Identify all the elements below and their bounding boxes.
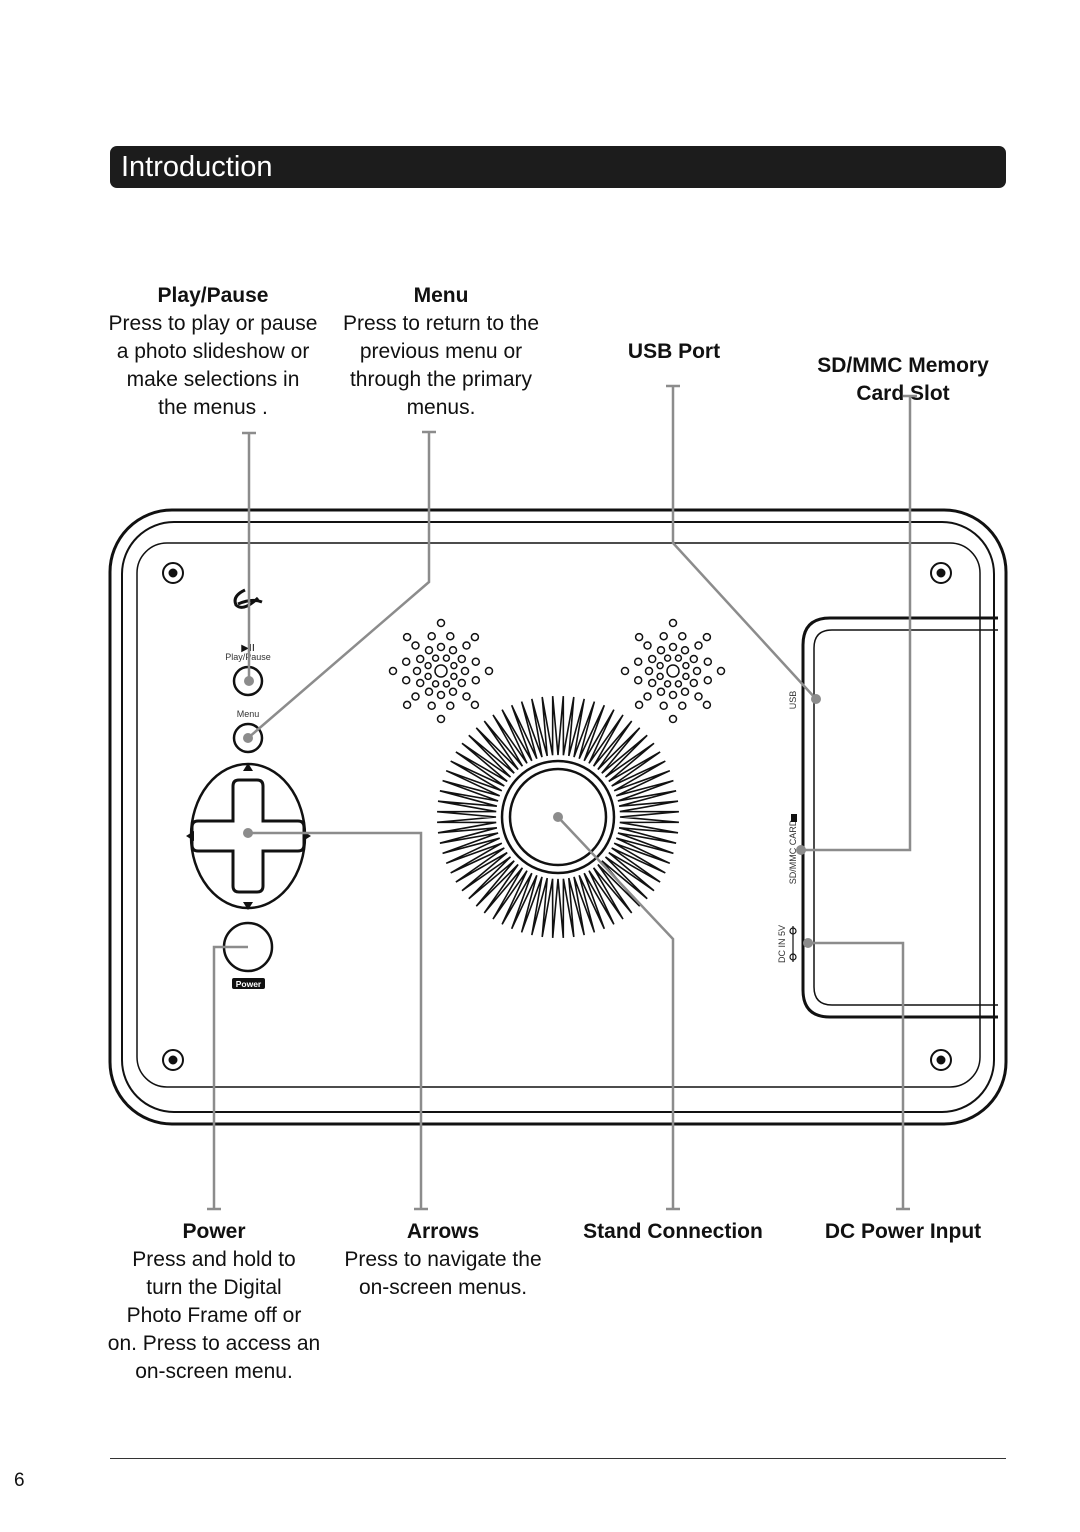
stand-connector — [437, 696, 679, 938]
callout-description: Press to navigate the on-screen menus. — [344, 1248, 542, 1299]
screw-bottom-left — [162, 1049, 184, 1071]
section-header: Introduction — [110, 146, 1006, 188]
callout-title: DC Power Input — [824, 1220, 982, 1243]
leader-menu — [247, 430, 436, 739]
callout-dc-power-input: DC Power Input — [806, 1218, 1000, 1246]
leader-sd — [801, 394, 917, 852]
leader-usb — [666, 384, 817, 700]
callout-description: Press and hold to turn the Digital Photo… — [107, 1248, 321, 1383]
menu-label: Menu — [237, 709, 260, 719]
screw-holes — [162, 562, 952, 1071]
leader-arrows — [248, 831, 428, 1211]
screw-top-left — [162, 562, 184, 584]
dc-in-label: DC IN 5V — [777, 925, 787, 963]
callout-title: Arrows — [406, 1220, 480, 1243]
callout-title: Menu — [413, 284, 469, 307]
speaker-grille-right — [620, 618, 726, 724]
frame-body — [108, 508, 1008, 1126]
callout-play-pause: Play/Pause Press to play or pause a phot… — [103, 282, 323, 422]
sd-card-label: SD/MMC CARD — [788, 819, 798, 884]
leader-endpoints — [243, 676, 821, 948]
callout-sd-card-slot: SD/MMC Memory Card Slot — [802, 324, 1004, 436]
callout-title: SD/MMC Memory Card Slot — [817, 354, 989, 405]
page-number: 6 — [14, 1470, 25, 1491]
stand-bracket — [801, 616, 998, 1019]
speaker-grille-left — [388, 618, 494, 724]
callout-description: Press to play or pause a photo slideshow… — [108, 312, 318, 419]
callout-title: Stand Connection — [583, 1220, 763, 1243]
leader-play-pause — [242, 431, 256, 681]
callout-title: Power — [182, 1220, 246, 1243]
screw-bottom-right — [930, 1049, 952, 1071]
callout-arrows: Arrows Press to navigate the on-screen m… — [333, 1218, 553, 1302]
leader-dc — [808, 941, 910, 1211]
leader-power — [207, 945, 248, 1211]
callout-stand-connection: Stand Connection — [570, 1218, 776, 1246]
leader-stand — [557, 816, 680, 1211]
arrow-left-icon[interactable] — [186, 831, 194, 841]
power-label: Power — [236, 979, 262, 989]
callout-power: Power Press and hold to turn the Digital… — [103, 1218, 325, 1386]
dc-polarity-icon — [789, 926, 797, 962]
section-title: Introduction — [121, 151, 273, 183]
callout-description: Press to return to the previous menu or … — [342, 312, 540, 419]
callout-title: USB Port — [627, 340, 721, 363]
callout-title: Play/Pause — [157, 284, 269, 307]
screw-top-right — [930, 562, 952, 584]
arrow-down-icon[interactable] — [243, 902, 253, 910]
power-label-badge — [232, 978, 265, 989]
usb-port-label: USB — [788, 691, 798, 710]
callout-usb-port: USB Port — [594, 338, 754, 366]
callout-menu: Menu Press to return to the previous men… — [331, 282, 551, 422]
footer-rule — [110, 1458, 1006, 1459]
leader-lines — [207, 384, 917, 1211]
sd-card-icon — [791, 814, 797, 822]
arrow-up-icon[interactable] — [243, 763, 253, 771]
